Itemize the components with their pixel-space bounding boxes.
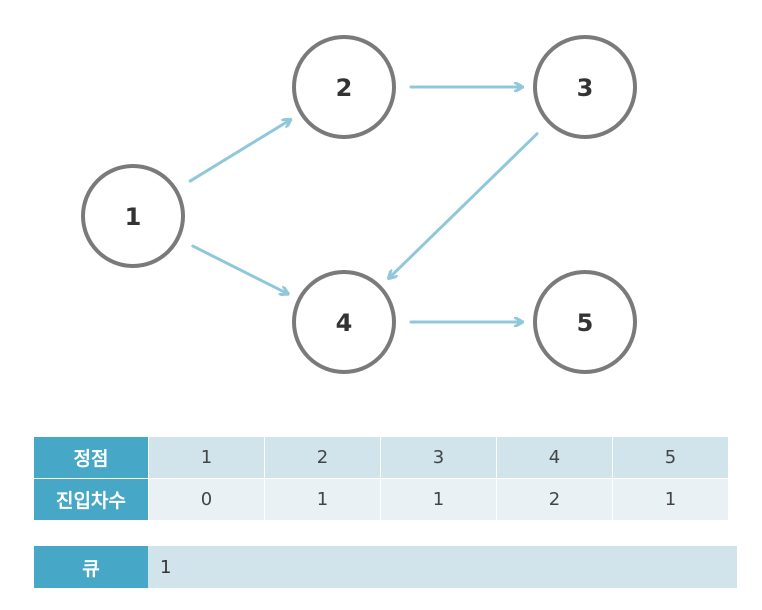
queue-header: 큐: [34, 546, 148, 588]
node-2: [292, 35, 396, 139]
node-1: [81, 164, 185, 268]
indegree-cell: 1: [612, 479, 728, 520]
queue-contents: 1: [148, 546, 737, 588]
queue-table: 큐 1: [34, 546, 737, 588]
vertex-cell: 5: [612, 437, 728, 479]
edge-1-to-4: [191, 244, 288, 294]
vertex-cell: 3: [380, 437, 496, 479]
node-5: [533, 270, 637, 374]
indegree-cell: 2: [496, 479, 612, 520]
vertex-cell: 1: [148, 437, 264, 479]
edge-1-to-2: [188, 120, 290, 183]
indegree-cell: 1: [380, 479, 496, 520]
node-label-5: 5: [577, 309, 594, 337]
directed-graph: 1 2 3 4 5: [81, 35, 637, 374]
vertex-cell: 2: [264, 437, 380, 479]
indegree-cell: 1: [264, 479, 380, 520]
indegree-table: 정점 1 2 3 4 5 진입차수 0 1 1 2 1: [34, 437, 728, 520]
indegree-row-header: 진입차수: [34, 479, 148, 520]
vertex-row-header: 정점: [34, 437, 148, 479]
node-3: [533, 35, 637, 139]
node-label-2: 2: [336, 74, 353, 102]
edge-3-to-4: [389, 132, 539, 278]
node-label-3: 3: [577, 74, 594, 102]
node-label-4: 4: [336, 309, 353, 337]
node-4: [292, 270, 396, 374]
indegree-cell: 0: [148, 479, 264, 520]
vertex-row: 정점 1 2 3 4 5: [34, 437, 728, 479]
vertex-cell: 4: [496, 437, 612, 479]
indegree-row: 진입차수 0 1 1 2 1: [34, 479, 728, 520]
node-label-1: 1: [125, 203, 142, 231]
